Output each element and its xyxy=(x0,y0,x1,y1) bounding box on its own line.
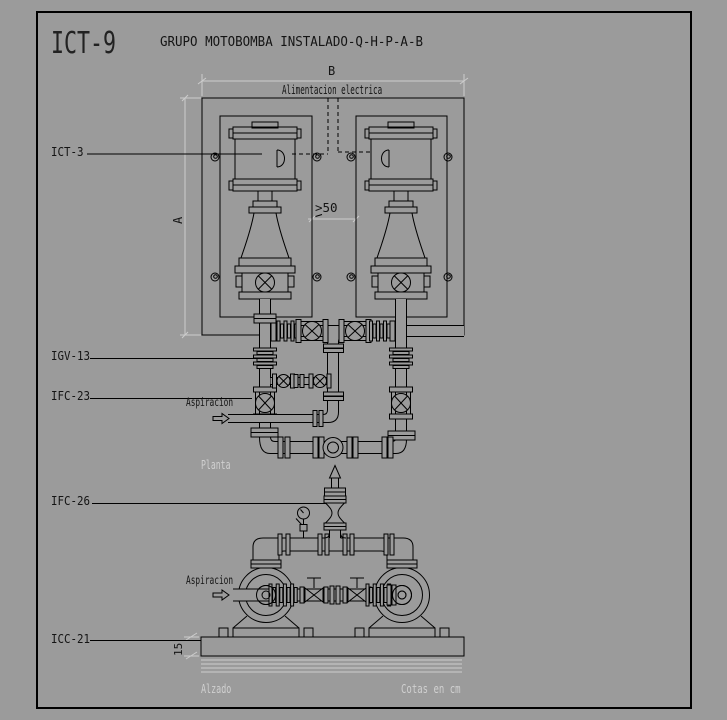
sheet-border xyxy=(36,11,692,709)
valve-ref-label: IFC-23 xyxy=(51,389,91,403)
discharge-riser xyxy=(323,464,347,540)
isolation-valve-icon xyxy=(389,386,413,420)
plan-view-title: Planta xyxy=(201,458,231,472)
suction-label-plan: Aspiracion xyxy=(186,395,234,409)
pump-elevation-left xyxy=(218,567,314,638)
motor-pump-plan-left xyxy=(228,121,302,300)
foundation-slab xyxy=(200,636,465,657)
connector-ref-label: IFC-26 xyxy=(51,494,91,508)
valve-icon xyxy=(338,319,372,343)
power-supply-label: Alimentacion electrica xyxy=(282,83,383,97)
pump-base-left xyxy=(219,115,313,318)
plan-view-drawing xyxy=(201,97,465,459)
units-note: Cotas en cm xyxy=(401,682,461,696)
flexible-coupling-icon xyxy=(253,347,277,369)
ground-hatch xyxy=(201,659,462,673)
drawing-code: ICT-9 xyxy=(51,26,117,61)
flexible-connector-icon xyxy=(324,502,346,524)
clearance-dim-label: >50 xyxy=(315,200,338,215)
drawing-title: GRUPO MOTOBOMBA INSTALADO-Q-H-P-A-B xyxy=(160,35,423,50)
dim-a-label: A xyxy=(171,216,185,224)
motor-ref-label: ICT-3 xyxy=(51,145,84,159)
motor-pump-plan-right xyxy=(364,121,438,300)
foundation-ref-label: ICC-21 xyxy=(51,632,91,646)
pressure-gauge-icon xyxy=(295,506,310,538)
suction-label-elevation: Aspiracion xyxy=(186,573,234,587)
flexible-coupling-icon xyxy=(276,320,298,342)
elevation-suction-line xyxy=(212,577,412,607)
bypass-valve-icon xyxy=(272,373,295,389)
bypass-valve-icon xyxy=(308,373,332,389)
leader-lines xyxy=(87,153,327,641)
discharge-manifold xyxy=(252,537,414,560)
pump-base-right xyxy=(355,115,448,318)
flow-arrow-icon xyxy=(212,589,230,601)
flow-up-arrow-icon xyxy=(328,464,342,479)
flexible-coupling-icon xyxy=(268,583,298,607)
coupling-ref-label: IGV-13 xyxy=(51,349,91,363)
plan-pipework xyxy=(212,299,464,459)
valve-icon xyxy=(295,319,329,343)
electrical-supply-dashed-lines xyxy=(292,98,372,155)
flow-arrow-icon xyxy=(212,413,230,424)
elevation-view-drawing xyxy=(200,464,465,657)
elevation-view-title: Alzado xyxy=(201,682,232,696)
dim-b-label: B xyxy=(328,64,336,78)
dim-15-label: 15 xyxy=(172,642,185,656)
check-valve-icon xyxy=(322,437,344,458)
